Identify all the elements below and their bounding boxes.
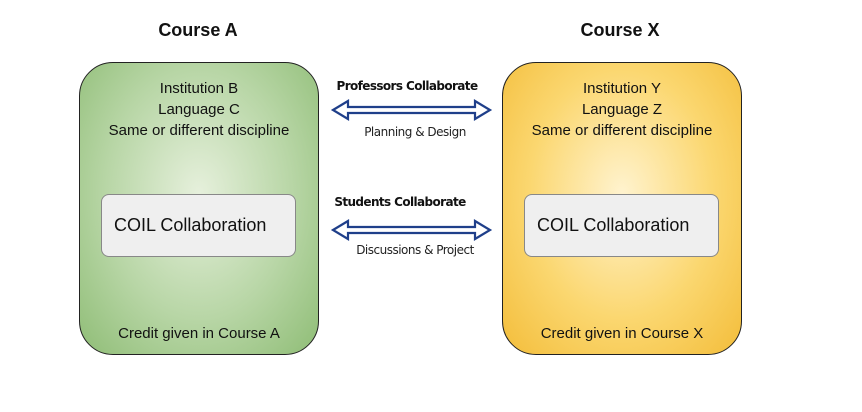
course-x-institution: Institution Y [582,80,662,97]
course-x-coil-collaboration: COIL Collaboration [524,194,719,257]
course-a-coil-label: COIL Collaboration [114,215,267,235]
course-x-language: Language Z [581,101,663,118]
course-a-coil-collaboration: COIL Collaboration [101,194,296,257]
course-a-discipline: Same or different discipline [108,122,290,139]
students-collaborate-label: Students Collaborate [334,195,466,209]
discussions-project-label: Discussions & Project [356,243,474,257]
students-double-arrow [330,219,493,241]
course-x-credit: Credit given in Course X [540,325,704,342]
course-a-credit: Credit given in Course A [118,325,280,342]
professors-collaborate-label: Professors Collaborate [336,79,479,93]
course-a-info: Institution B Language C Same or differe… [80,78,318,141]
course-a-language: Language C [158,101,240,118]
course-x-discipline: Same or different discipline [531,122,713,139]
course-a-institution: Institution B [159,80,239,97]
course-a-title: Course A [158,20,238,40]
planning-design-label: Planning & Design [364,125,466,139]
course-x-coil-label: COIL Collaboration [537,215,690,235]
course-x-title: Course X [580,20,660,40]
course-x-info: Institution Y Language Z Same or differe… [503,78,741,141]
students-arrow-shape [330,219,493,241]
professors-double-arrow [330,99,493,121]
course-x-box: Institution Y Language Z Same or differe… [502,62,742,355]
course-a-box: Institution B Language C Same or differe… [79,62,319,355]
professors-arrow-shape [330,99,493,121]
